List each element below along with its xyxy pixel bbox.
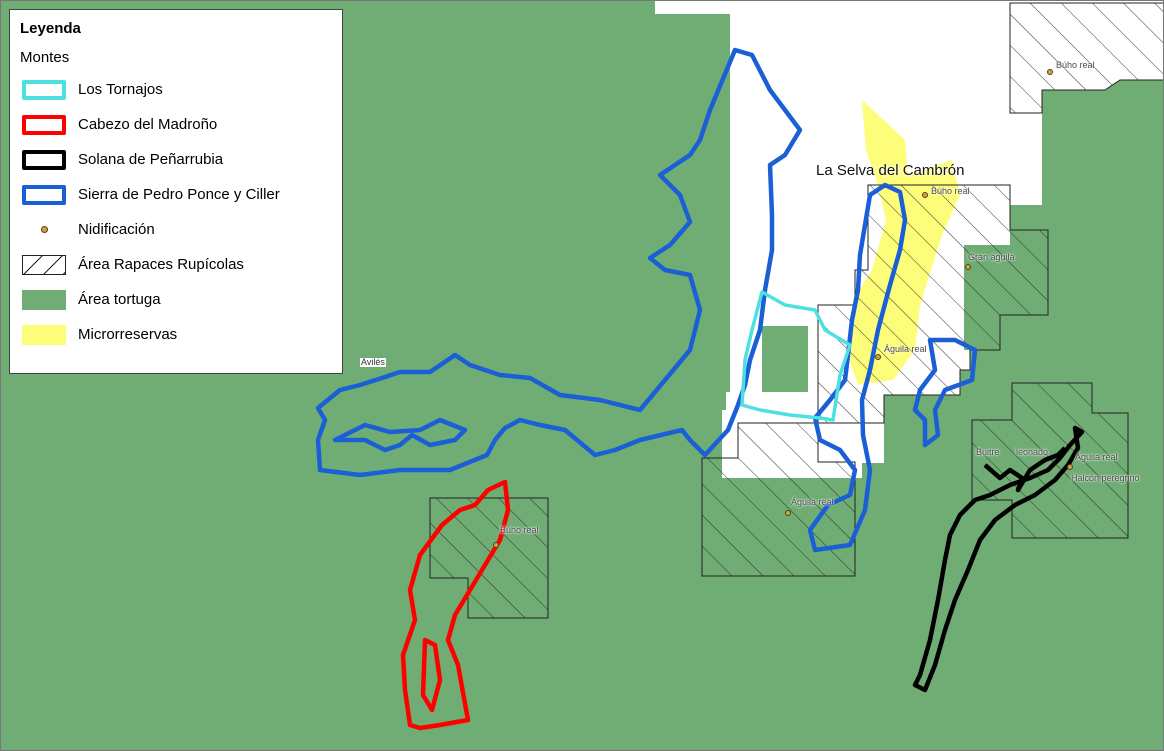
legend-item-label: Microrreservas <box>78 326 178 343</box>
legend-item-label: Solana de Peñarrubia <box>78 151 224 168</box>
legend-swatch-hatch <box>22 254 66 275</box>
monte-los-tornajos[interactable] <box>740 290 852 422</box>
monte-cabezo-del-madrono[interactable] <box>400 479 511 731</box>
legend-item-label: Área Rapaces Rupícolas <box>78 256 244 273</box>
nest-point[interactable] <box>785 510 791 516</box>
place-label-aviles: Avilés <box>360 358 386 367</box>
rapaces-area-ne <box>1009 2 1164 114</box>
rapaces-area-east <box>971 382 1129 539</box>
legend-item-label: Cabezo del Madroño <box>78 116 218 133</box>
nest-label: Búho real <box>931 186 970 196</box>
nest-point[interactable] <box>965 264 971 270</box>
legend-swatch-dot <box>22 220 66 240</box>
nest-point[interactable] <box>875 354 881 360</box>
legend-item: Solana de Peñarrubia <box>18 142 334 177</box>
nest-label: Halcón peregrino <box>1071 473 1140 483</box>
legend-title: Leyenda <box>20 20 81 37</box>
legend-swatch-fill <box>22 289 66 310</box>
nidificacion-points <box>493 69 1073 548</box>
place-label-aviles-text: Avilés <box>361 357 385 367</box>
legend-item: Sierra de Pedro Ponce y Ciller <box>18 177 334 212</box>
nest-label: Águila real <box>884 344 927 354</box>
nest-point[interactable] <box>1067 464 1073 470</box>
place-label-selva: La Selva del Cambrón <box>816 162 965 179</box>
legend-item: Área Rapaces Rupícolas <box>18 247 334 282</box>
legend-item-label: Nidificación <box>78 221 155 238</box>
nest-point[interactable] <box>1047 69 1053 75</box>
rapaces-layer <box>429 2 1164 619</box>
legend-item-label: Los Tornajos <box>78 81 163 98</box>
legend-item: Los Tornajos <box>18 72 334 107</box>
nest-label: Buitre <box>976 447 1000 457</box>
legend-swatch-outline <box>22 149 66 170</box>
monte-solana-de-penarrubia[interactable] <box>912 425 1085 693</box>
legend-swatch-outline <box>22 79 66 100</box>
nest-label: Gran águila <box>968 252 1015 262</box>
legend-item: Nidificación <box>18 212 334 247</box>
nest-point[interactable] <box>493 542 499 548</box>
legend-swatch-fill <box>22 324 66 345</box>
legend-swatch-outline <box>22 184 66 205</box>
legend-subtitle: Montes <box>20 49 70 66</box>
area-tortuga <box>762 326 808 392</box>
nest-label: leonado <box>1016 447 1049 457</box>
nest-label: Águila real <box>791 497 834 507</box>
legend-item-label: Área tortuga <box>78 291 161 308</box>
legend-item: Cabezo del Madroño <box>18 107 334 142</box>
nest-label: Búho real <box>1056 60 1095 70</box>
nest-label: Búho real <box>500 525 539 535</box>
legend-swatch-outline <box>22 114 66 135</box>
nest-point[interactable] <box>922 192 928 198</box>
legend-item: Microrreservas <box>18 317 334 352</box>
legend-item-label: Sierra de Pedro Ponce y Ciller <box>78 186 280 203</box>
legend-item: Área tortuga <box>18 282 334 317</box>
nest-label: Águila real <box>1075 452 1118 462</box>
monte-sierra-pedro-ponce[interactable] <box>315 47 978 553</box>
